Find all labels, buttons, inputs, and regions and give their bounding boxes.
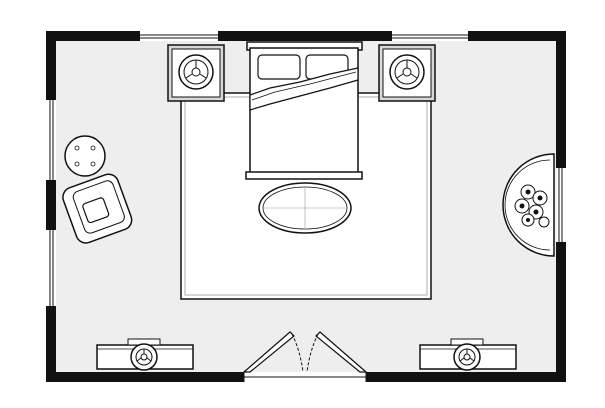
dresser-right bbox=[419, 338, 517, 371]
window-left-lower bbox=[46, 230, 56, 306]
flowers-icon bbox=[514, 184, 550, 228]
lamp-icon bbox=[389, 54, 425, 90]
nightstand-right bbox=[378, 44, 436, 102]
double-door-swing bbox=[242, 331, 368, 382]
side-table-round bbox=[64, 135, 106, 177]
window-top-left bbox=[140, 31, 218, 41]
bed bbox=[245, 41, 363, 180]
window-right bbox=[556, 168, 566, 242]
half-round-console-with-flowers bbox=[502, 153, 555, 257]
oval-rug bbox=[258, 182, 352, 234]
window-left-upper bbox=[46, 100, 56, 180]
lamp-icon bbox=[130, 343, 158, 371]
pillow-left bbox=[257, 54, 301, 80]
nightstand-left bbox=[167, 44, 225, 102]
window-top-right bbox=[392, 31, 468, 41]
lamp-icon bbox=[178, 54, 214, 90]
armchair bbox=[62, 173, 133, 244]
dresser-left bbox=[96, 338, 194, 371]
lamp-icon bbox=[453, 343, 481, 371]
